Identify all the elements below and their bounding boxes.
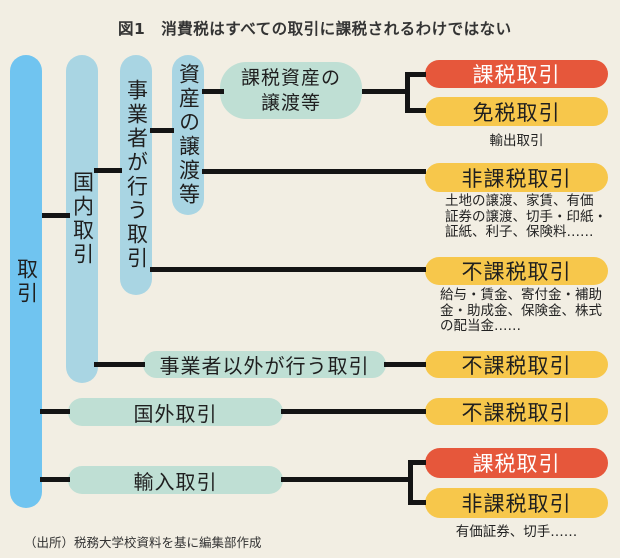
- connector-asset-to-taxableasset: [202, 89, 224, 94]
- connector-all-to-domestic: [42, 213, 70, 218]
- node-import-transactions: 輸入取引: [68, 466, 283, 494]
- node-non-business-transactions-label: 事業者以外が行う取引: [159, 354, 370, 378]
- bar-asset-transfer-label: 資産の譲渡等: [176, 63, 201, 207]
- bracket-bottom-stub-nontaxable: [408, 500, 426, 505]
- node-taxable-asset-transfer-line1: 課税資産の: [240, 66, 341, 89]
- result-taxable-1-label: 課税取引: [472, 63, 561, 87]
- bracket-top-vertical: [405, 72, 410, 113]
- connector-taxableasset-to-bracket: [362, 89, 410, 94]
- bracket-top-stub-exempt: [405, 108, 426, 113]
- desc-nontaxable-items: 土地の譲渡、家賃、有価 証券の譲渡、切手・印紙・ 証紙、利子、保険料……: [445, 193, 617, 241]
- connector-asset-to-nontaxable: [202, 169, 426, 174]
- bracket-bottom-stub-taxable: [408, 460, 426, 465]
- connector-all-to-import: [40, 477, 70, 482]
- result-outofscope-1-label: 不課税取引: [461, 260, 572, 284]
- bar-all-transactions: 取引: [10, 55, 42, 508]
- connector-business-to-outofscope: [150, 267, 426, 272]
- note-export-transactions: 輸出取引: [489, 133, 544, 149]
- result-nontaxable-2: 非課税取引: [425, 488, 608, 518]
- desc-line: 証券の譲渡、切手・印紙・: [445, 208, 607, 225]
- node-import-transactions-label: 輸入取引: [133, 469, 218, 494]
- bar-all-transactions-label: 取引: [14, 257, 39, 306]
- connector-all-to-foreign: [40, 409, 70, 414]
- desc-line: 金・助成金、保険金、株式: [440, 302, 602, 319]
- connector-import-to-bracket: [281, 477, 413, 482]
- result-outofscope-2-label: 不課税取引: [461, 353, 572, 378]
- bracket-top-stub-taxable: [405, 72, 426, 77]
- connector-domestic-to-business: [94, 168, 122, 173]
- result-outofscope-2: 不課税取引: [425, 351, 608, 378]
- connector-business-to-asset: [150, 128, 174, 133]
- bar-business-transactions: 事業者が行う取引: [120, 55, 152, 295]
- node-taxable-asset-transfer-line2: 譲渡等: [260, 91, 321, 114]
- node-taxable-asset-transfer: 課税資産の 譲渡等: [220, 62, 362, 119]
- result-outofscope-3-label: 不課税取引: [461, 400, 572, 425]
- desc-line: の配当金……: [440, 318, 521, 334]
- result-nontaxable-2-label: 非課税取引: [461, 492, 572, 516]
- node-foreign-transactions-label: 国外取引: [133, 401, 218, 426]
- bar-domestic-transactions-label: 国内取引: [70, 171, 95, 267]
- desc-line: 給与・賃金、寄付金・補助: [440, 287, 602, 303]
- note-securities-stamps: 有価証券、切手……: [455, 524, 578, 540]
- bar-asset-transfer: 資産の譲渡等: [172, 55, 204, 215]
- node-foreign-transactions: 国外取引: [68, 398, 283, 426]
- result-taxable-2-label: 課税取引: [472, 452, 561, 476]
- result-taxable-1: 課税取引: [425, 60, 608, 88]
- source-credit: （出所）税務大学校資料を基に編集部作成: [24, 535, 262, 550]
- connector-domestic-to-nonbusiness: [94, 362, 145, 367]
- connector-foreign-to-outofscope: [281, 409, 426, 414]
- bar-business-transactions-label: 事業者が行う取引: [124, 79, 149, 271]
- desc-line: 土地の譲渡、家賃、有価: [445, 193, 594, 209]
- result-exempt: 免税取引: [425, 97, 608, 126]
- result-nontaxable-1-label: 非課税取引: [461, 166, 572, 191]
- desc-outofscope-items: 給与・賃金、寄付金・補助 金・助成金、保険金、株式 の配当金……: [440, 287, 616, 335]
- connector-nonbusiness-to-outofscope: [384, 362, 426, 367]
- desc-line: 証紙、利子、保険料……: [445, 224, 594, 240]
- bar-domestic-transactions: 国内取引: [66, 55, 98, 383]
- node-non-business-transactions: 事業者以外が行う取引: [143, 351, 386, 378]
- bracket-bottom-vertical: [408, 460, 413, 505]
- result-taxable-2: 課税取引: [425, 448, 608, 478]
- result-outofscope-1: 不課税取引: [425, 257, 608, 285]
- result-exempt-label: 免税取引: [472, 100, 561, 125]
- result-outofscope-3: 不課税取引: [425, 398, 608, 425]
- figure-title: 図1 消費税はすべての取引に課税されるわけではない: [118, 20, 512, 38]
- result-nontaxable-1: 非課税取引: [425, 163, 608, 192]
